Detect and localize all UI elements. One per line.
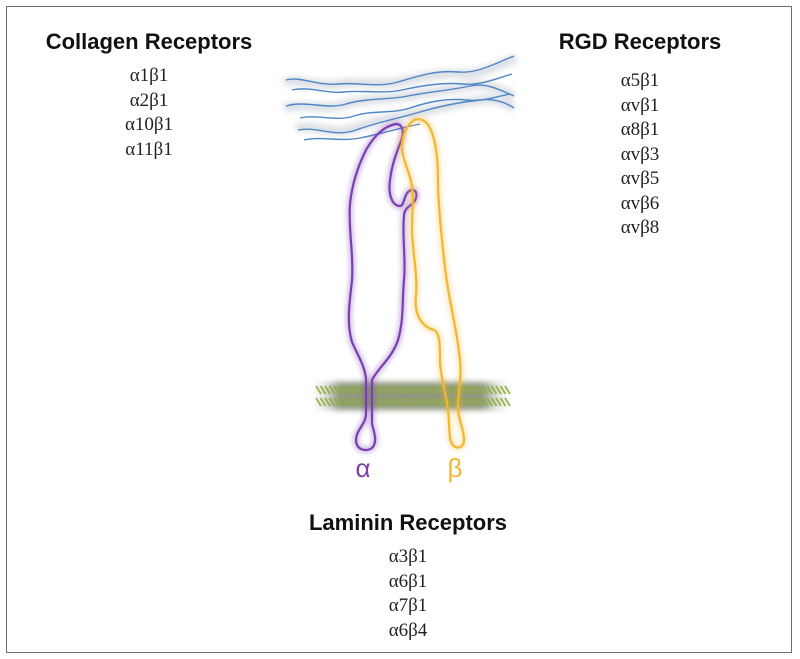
alpha-subunit-label: α	[355, 453, 370, 483]
receptor-item: αvβ8	[620, 217, 660, 238]
receptor-item: αvβ6	[620, 192, 660, 214]
laminin-receptors-list: α3β1 α6β1 α7β1 α6β4	[270, 545, 546, 643]
rgd-receptors-group: RGD Receptors α5β1 αvβ1 α8β1 αvβ3 αvβ5 α…	[536, 29, 744, 241]
receptor-item: α7β1	[388, 595, 428, 616]
laminin-receptors-group: Laminin Receptors α3β1 α6β1 α7β1 α6β4	[270, 510, 546, 643]
receptor-item: α8β1	[620, 119, 660, 140]
receptor-item: α11β1	[125, 138, 173, 160]
alpha-subunit	[345, 120, 420, 454]
beta-subunit	[398, 115, 468, 451]
receptor-item: α6β4	[388, 619, 428, 641]
collagen-receptors-title: Collagen Receptors	[45, 29, 253, 54]
receptor-item: α6β1	[388, 570, 428, 592]
collagen-receptors-group: Collagen Receptors α1β1 α2β1 α10β1 α11β1	[20, 29, 278, 162]
receptor-item: α2β1	[129, 89, 169, 111]
laminin-receptors-title: Laminin Receptors	[308, 510, 508, 535]
receptor-item: α5β1	[620, 70, 660, 91]
receptor-item: αvβ3	[620, 143, 660, 165]
receptor-item: α3β1	[388, 546, 428, 567]
receptor-item: α10β1	[124, 114, 174, 135]
rgd-receptors-title: RGD Receptors	[558, 29, 722, 54]
receptor-item: α1β1	[129, 65, 169, 86]
receptor-item: αvβ5	[620, 168, 660, 189]
beta-subunit-label: β	[448, 453, 463, 483]
cell-membrane	[308, 382, 514, 410]
rgd-receptors-list: α5β1 αvβ1 α8β1 αvβ3 αvβ5 αvβ6 αvβ8	[536, 69, 744, 241]
collagen-fibers	[282, 53, 518, 141]
collagen-receptors-list: α1β1 α2β1 α10β1 α11β1	[20, 64, 278, 162]
receptor-item: αvβ1	[620, 94, 660, 116]
